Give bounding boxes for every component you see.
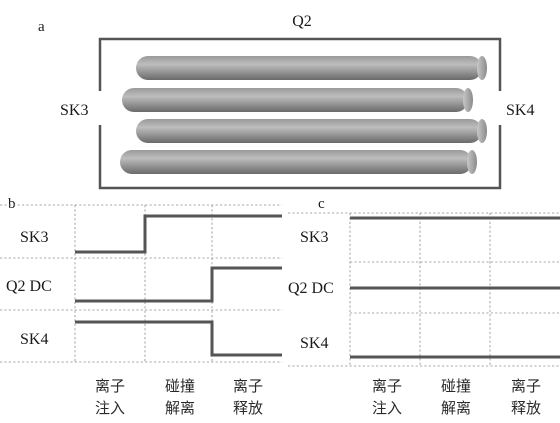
- panel-b-row-sk4-label: SK4: [20, 331, 48, 348]
- rod-1: [136, 56, 487, 80]
- panel-b-sk4-signal: [75, 320, 282, 357]
- panel-b-row-sk3-label: SK3: [20, 229, 48, 246]
- panel-c-row-sk4-label: SK4: [300, 335, 328, 352]
- q2-frame: [98, 37, 502, 190]
- panel-c-phase-3-line1: 离子: [511, 377, 541, 395]
- panel-a-letter: a: [38, 19, 45, 35]
- panel-b-phase-1-line2: 注入: [95, 399, 125, 417]
- panel-c-phase-2-line1: 碰撞: [441, 377, 471, 395]
- panel-c-phase-1-line2: 注入: [372, 399, 402, 417]
- panel-b-sk3-signal: [75, 214, 282, 254]
- panel-b-phase-2-line2: 解离: [165, 399, 195, 417]
- panel-c-letter: c: [318, 196, 325, 212]
- panel-c-phase-1-line1: 离子: [372, 377, 402, 395]
- panel-b-grid: [0, 204, 282, 363]
- q2-title: Q2: [292, 13, 312, 30]
- sk3-side-label: SK3: [60, 102, 88, 119]
- panel-b-phase-2-line1: 碰撞: [165, 377, 195, 395]
- panel-c-row-sk3-label: SK3: [300, 229, 328, 246]
- rod-2: [122, 88, 473, 112]
- panel-a: a Q2 SK3 SK4: [38, 13, 534, 190]
- panel-c-phase-2-line2: 解离: [441, 399, 471, 417]
- rod-3: [136, 119, 487, 143]
- panel-c-phase-3-line2: 释放: [511, 399, 541, 417]
- panel-b-phase-1-line1: 离子: [95, 377, 125, 395]
- rod-4: [120, 150, 477, 174]
- panel-b-letter: b: [8, 196, 16, 212]
- panel-b-phase-3-line1: 离子: [233, 377, 263, 395]
- panel-c: c SK3 Q2 DC SK4 离子 注入 碰撞 解离 离子 释放: [288, 196, 560, 417]
- panel-b-row-q2dc-label: Q2 DC: [6, 278, 52, 295]
- panel-b-phase-3-line2: 释放: [233, 399, 263, 417]
- sk4-side-label: SK4: [506, 102, 534, 119]
- panel-b: b SK3 Q2 DC SK4 离子 注入 碰撞 解离 离子 释放: [0, 196, 282, 417]
- panel-c-row-q2dc-label: Q2 DC: [288, 280, 334, 297]
- panel-b-q2dc-signal: [75, 266, 282, 303]
